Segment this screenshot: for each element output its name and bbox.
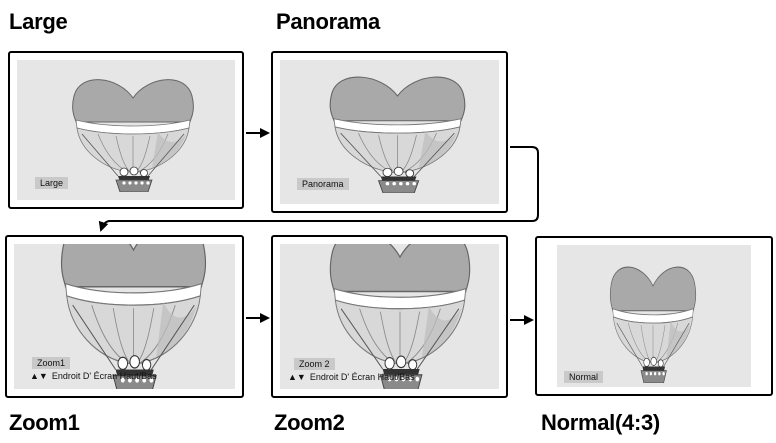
panel-large: Large <box>8 51 244 209</box>
osd-sub-zoom1: ▲▼Endroit D' Écran Haut/Bas <box>30 371 157 381</box>
osd-sub-zoom2: ▲▼Endroit D' Écran Haut/Bas <box>288 372 415 382</box>
arrow-icon <box>98 146 539 232</box>
osd-label-panorama: Panorama <box>297 178 349 190</box>
panel-zoom2: Zoom 2 ▲▼Endroit D' Écran Haut/Bas <box>271 235 508 398</box>
osd-label-normal: Normal <box>564 371 604 383</box>
screen-zoom2: Zoom 2 ▲▼Endroit D' Écran Haut/Bas <box>280 244 499 389</box>
up-down-arrow-icon: ▲▼ <box>288 372 306 382</box>
heading-large: Large <box>9 9 68 34</box>
panel-panorama: Panorama <box>271 51 508 213</box>
panel-zoom1: Zoom1 ▲▼Endroit D' Écran Haut/Bas <box>5 235 244 398</box>
up-down-arrow-icon: ▲▼ <box>30 371 48 381</box>
heading-zoom1: Zoom1 <box>9 410 80 435</box>
screen-panorama: Panorama <box>280 60 499 204</box>
osd-label-large: Large <box>35 177 69 189</box>
heading-normal: Normal(4:3) <box>541 410 660 435</box>
osd-label-zoom1: Zoom1 <box>32 357 71 369</box>
panel-normal: Normal <box>535 236 773 396</box>
heading-zoom2: Zoom2 <box>274 410 345 435</box>
screen-normal: Normal <box>557 245 751 387</box>
osd-label-zoom2: Zoom 2 <box>294 358 335 370</box>
heading-panorama: Panorama <box>276 9 380 34</box>
screen-large: Large <box>17 60 235 200</box>
screen-zoom1: Zoom1 ▲▼Endroit D' Écran Haut/Bas <box>14 244 235 389</box>
